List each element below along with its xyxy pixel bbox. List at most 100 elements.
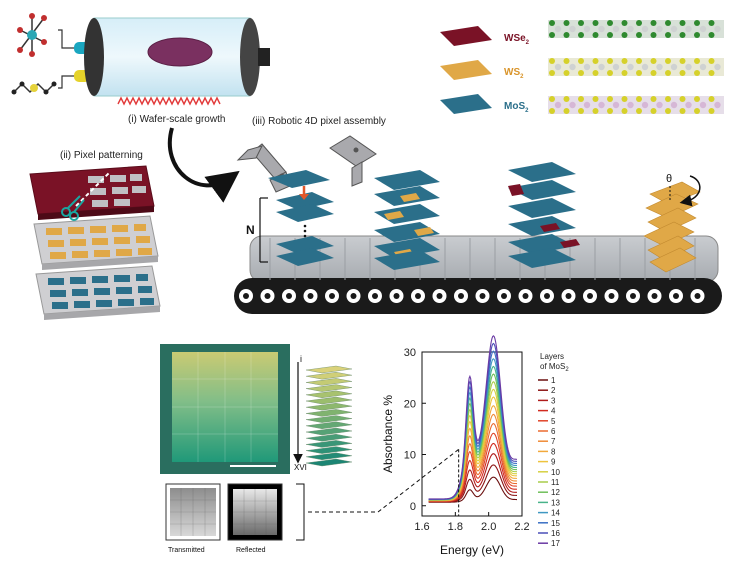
stack-layer: [305, 421, 353, 430]
metal-atom: [569, 101, 576, 109]
chalcogen-atom: [549, 20, 555, 26]
roller-icon: [260, 289, 275, 303]
metal-atom: [714, 63, 721, 71]
legend-entry: 13: [551, 498, 560, 507]
chalcogen-atom: [563, 70, 570, 76]
metal-atom: [699, 63, 707, 71]
y-tick-label: 0: [410, 501, 416, 513]
stack-count-label: N: [246, 223, 255, 237]
angle-label: θ: [666, 173, 672, 185]
chalcogen-atom: [694, 58, 700, 64]
roller-icon: [604, 289, 619, 303]
metal-atom: [685, 25, 692, 33]
chalcogen-atom: [607, 96, 613, 102]
chalcogen-atom: [563, 108, 570, 114]
chalcogen-atom: [665, 20, 671, 26]
chalcogen-atom: [592, 96, 599, 102]
heterostack-ws2: [374, 170, 440, 270]
metal-atom: [641, 101, 649, 109]
stack-layer: [305, 371, 353, 380]
chalcogen-atom: [578, 58, 584, 64]
chalcogen-atom: [563, 32, 570, 38]
chalcogen-atom: [621, 32, 628, 38]
chalcogen-atom: [621, 70, 628, 76]
layer-stack-diagram: [293, 362, 353, 467]
x-tick-label: 1.6: [414, 521, 429, 533]
stack-layer: [305, 396, 353, 405]
stack-bottom-label: XVI: [294, 463, 307, 472]
legend-entry: 12: [551, 488, 560, 497]
reflected-image: [227, 483, 283, 541]
stack-top-label: i: [300, 354, 302, 364]
chalcogen-atom: [563, 96, 570, 102]
metal-atom: [656, 101, 663, 109]
x-axis-label: Energy (eV): [440, 543, 504, 557]
y-tick-label: 10: [404, 450, 416, 462]
metal-atom: [670, 63, 678, 71]
roller-icon: [497, 289, 511, 303]
metal-atom: [612, 25, 620, 33]
legend-entry: 3: [551, 396, 556, 405]
legend-entry: 2: [551, 386, 556, 395]
roller-icon: [454, 289, 468, 303]
chalcogen-atom: [708, 58, 715, 64]
chalcogen-atom: [636, 96, 642, 102]
legend-entry: 11: [551, 478, 560, 487]
heater-coil: [117, 96, 221, 106]
legend-entry: 9: [551, 458, 556, 467]
patterning-label: (ii) Pixel patterning: [60, 150, 143, 161]
roller-icon: [561, 289, 576, 303]
legend-entry: 5: [551, 417, 556, 426]
metal-atom: [554, 25, 562, 33]
x-tick-label: 2.0: [481, 521, 496, 533]
stack-layer: [305, 384, 353, 392]
chalcogen-atom: [665, 32, 671, 38]
legend-entry: 6: [551, 427, 556, 436]
stack-layer: [305, 458, 353, 467]
chalcogen-atom: [636, 70, 642, 76]
chalcogen-atom: [708, 20, 715, 26]
chalcogen-atom: [563, 20, 570, 26]
chalcogen-atom: [650, 96, 657, 102]
metal-atom: [641, 63, 649, 71]
chalcogen-atom: [708, 96, 715, 102]
wse2-label: WSe2: [504, 33, 530, 46]
metal-atom: [583, 25, 591, 33]
chalcogen-atom: [708, 108, 715, 114]
roller-icon: [626, 289, 640, 303]
chalcogen-atom: [679, 108, 686, 114]
chalcogen-atom: [665, 96, 671, 102]
chalcogen-atom: [607, 70, 613, 76]
chalcogen-atom: [679, 70, 686, 76]
wse2-pixel-grid: [88, 174, 146, 207]
legend-entry: 14: [551, 509, 560, 518]
plot-frame: [421, 351, 523, 517]
chalcogen-atom: [694, 32, 700, 38]
series-line: [428, 335, 518, 500]
roller-icon: [518, 289, 533, 303]
metal-atom: [627, 25, 634, 33]
chalcogen-atom: [694, 108, 700, 114]
chalcogen-atom: [592, 20, 599, 26]
precursor-molecule-icon: [17, 13, 47, 57]
metal-atom: [554, 101, 562, 109]
y-tick-label: 30: [404, 347, 416, 359]
sample-photo: [160, 344, 290, 474]
chalcogen-atom: [694, 96, 700, 102]
stack-count-bracket: [259, 197, 268, 263]
metal-atom: [569, 63, 576, 71]
stack-layer: [305, 409, 353, 417]
chalcogen-atom: [679, 20, 686, 26]
materials-legend: WSe2 WS2 MoS2: [440, 26, 530, 114]
metal-atom: [699, 25, 707, 33]
conveyor-belt: [234, 235, 722, 314]
chalcogen-atom: [650, 108, 657, 114]
process-arrow: [168, 127, 240, 203]
legend-entry: 1: [551, 376, 556, 385]
growth-label: (i) Wafer-scale growth: [128, 114, 225, 125]
chalcogen-atom: [665, 70, 671, 76]
chalcogen-atom: [592, 58, 599, 64]
stack-layer: [305, 446, 353, 454]
